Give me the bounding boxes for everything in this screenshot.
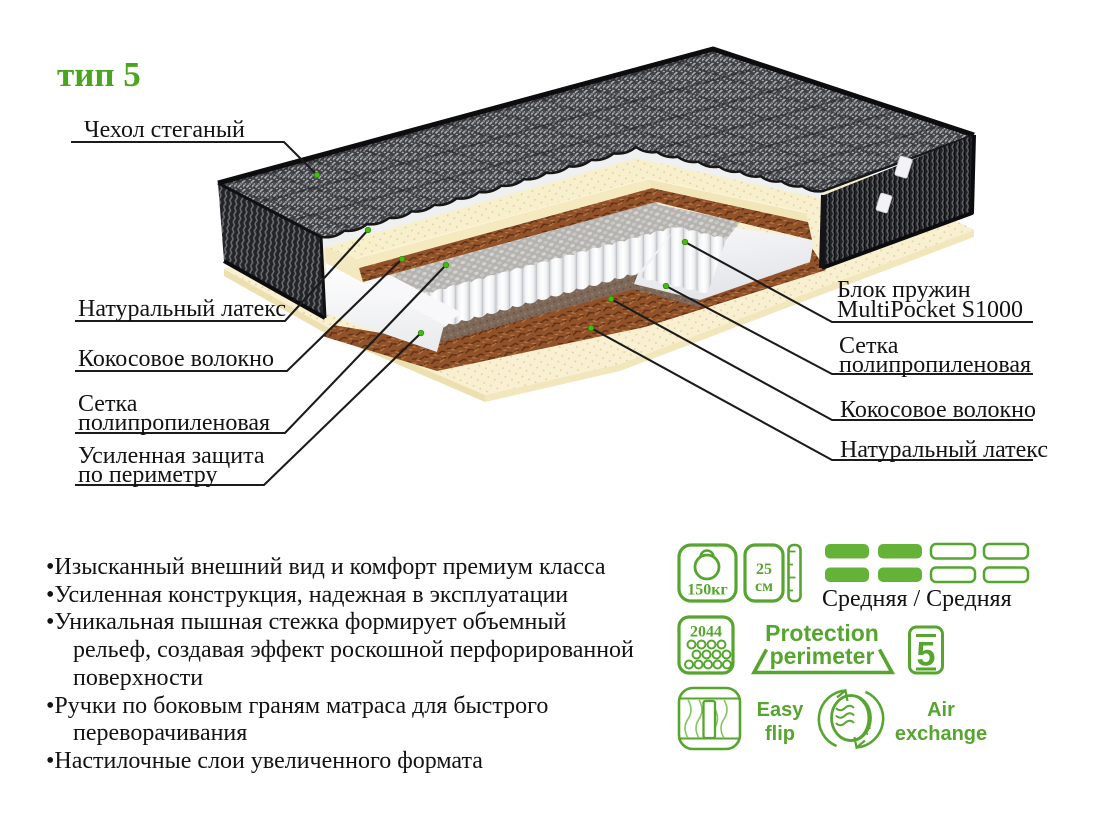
- svg-text:2044: 2044: [690, 624, 722, 641]
- svg-text:полипропиленовая: полипропиленовая: [839, 352, 1031, 378]
- svg-text:Натуральный латекс: Натуральный латекс: [78, 296, 286, 322]
- svg-text:25: 25: [756, 561, 772, 578]
- svg-text:см: см: [755, 578, 773, 595]
- svg-text:•Усиленная конструкция, надежн: •Усиленная конструкция, надежная в экспл…: [46, 582, 568, 608]
- svg-text:Easy: Easy: [757, 699, 805, 721]
- svg-text:•Настилочные слои увеличенного: •Настилочные слои увеличенного формата: [46, 748, 483, 774]
- svg-text:Блок пружин: Блок пружин: [837, 277, 971, 303]
- svg-text:exchange: exchange: [895, 723, 987, 745]
- svg-text:Средняя / Средняя: Средняя / Средняя: [822, 586, 1012, 612]
- svg-text:поверхности: поверхности: [73, 665, 203, 691]
- svg-text:•Ручки по боковым граням матра: •Ручки по боковым граням матраса для быс…: [46, 693, 548, 719]
- svg-text:переворачивания: переворачивания: [73, 720, 247, 746]
- svg-text:flip: flip: [765, 723, 795, 745]
- svg-text:5: 5: [917, 636, 936, 674]
- svg-text:тип 5: тип 5: [57, 55, 141, 94]
- svg-text:•Уникальная пышная стежка форм: •Уникальная пышная стежка формирует объе…: [46, 609, 566, 635]
- svg-text:perimeter: perimeter: [770, 643, 875, 669]
- svg-text:Protection: Protection: [765, 620, 879, 646]
- svg-text:по периметру: по периметру: [78, 462, 218, 488]
- svg-text:Сетка: Сетка: [78, 391, 138, 417]
- svg-text:полипропиленовая: полипропиленовая: [78, 410, 270, 436]
- svg-text:рельеф, создавая эффект роскош: рельеф, создавая эффект роскошной перфор…: [73, 637, 634, 663]
- svg-text:Усиленная защита: Усиленная защита: [78, 443, 265, 469]
- svg-text:•Изысканный внешний вид и комф: •Изысканный внешний вид и комфорт премиу…: [46, 554, 606, 580]
- svg-text:150кг: 150кг: [687, 582, 727, 599]
- svg-text:Чехол стеганый: Чехол стеганый: [84, 117, 245, 143]
- svg-text:Кокосовое волокно: Кокосовое волокно: [840, 397, 1036, 423]
- svg-text:Натуральный латекс: Натуральный латекс: [840, 437, 1048, 463]
- svg-text:MultiPocket S1000: MultiPocket S1000: [837, 297, 1023, 323]
- svg-text:Сетка: Сетка: [839, 333, 899, 359]
- svg-text:Кокосовое волокно: Кокосовое волокно: [78, 346, 274, 372]
- svg-text:Air: Air: [927, 699, 955, 721]
